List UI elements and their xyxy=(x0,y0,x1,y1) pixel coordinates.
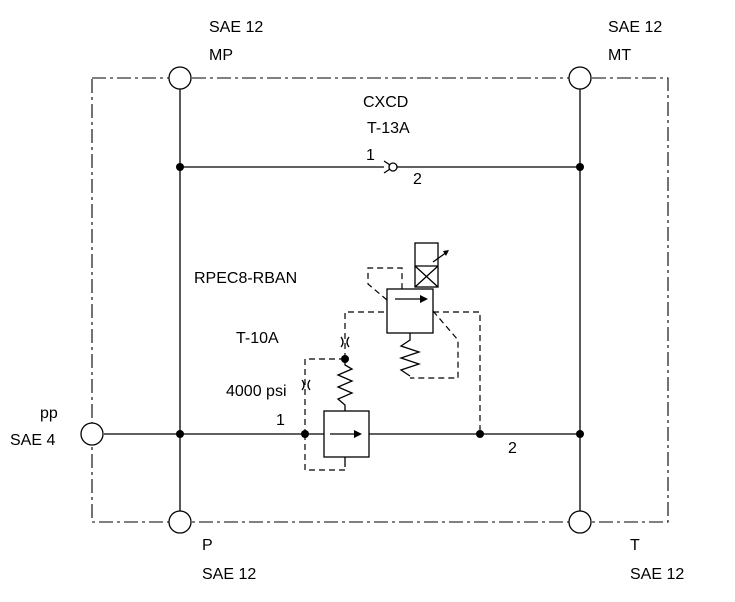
mt-name-label: MT xyxy=(608,47,632,64)
relief-valve-cavity-label: T-10A xyxy=(236,330,279,347)
check-valve-symbol xyxy=(383,160,398,174)
t-size-label: SAE 12 xyxy=(630,566,685,583)
mp-name-label: MP xyxy=(209,47,233,64)
check-valve-port-2-label: 2 xyxy=(413,171,422,188)
solenoid-tank-line xyxy=(433,311,481,434)
solenoid-drain-line xyxy=(410,310,459,379)
check-valve-port-1-label: 1 xyxy=(366,147,375,164)
pilot-line-upper xyxy=(344,311,387,359)
relief-spring xyxy=(336,359,354,411)
orifice-symbol xyxy=(301,379,311,391)
port-mt xyxy=(568,66,592,90)
manifold-boundary xyxy=(91,77,669,523)
mt-size-label: SAE 12 xyxy=(608,19,663,36)
relief-setting-label: 4000 psi xyxy=(226,383,287,400)
relief-valve-port-1-label: 1 xyxy=(276,412,285,429)
port-p xyxy=(168,510,192,534)
relief-valve-port-2-label: 2 xyxy=(508,440,517,457)
pilot-line-left xyxy=(304,358,345,434)
port-mp xyxy=(168,66,192,90)
port-pp xyxy=(80,422,104,446)
p-size-label: SAE 12 xyxy=(202,566,257,583)
relief-drain-line xyxy=(304,434,345,471)
pp-name-label: pp xyxy=(40,405,58,422)
t-name-label: T xyxy=(630,537,640,554)
junction-dot xyxy=(476,430,484,438)
junction-dot xyxy=(176,163,184,171)
p-name-label: P xyxy=(202,537,213,554)
solenoid-pilot-line xyxy=(367,267,403,301)
junction-dot xyxy=(576,430,584,438)
orifice-symbol xyxy=(340,336,350,348)
relief-valve-model-label: RPEC8-RBAN xyxy=(194,270,298,287)
check-valve-cavity-label: T-13A xyxy=(367,120,410,137)
pp-size-label: SAE 4 xyxy=(10,432,56,449)
junction-dot xyxy=(576,163,584,171)
solenoid-valve-symbol xyxy=(386,242,449,334)
solenoid-spring xyxy=(398,333,422,377)
check-valve-model-label: CXCD xyxy=(363,94,409,111)
port-t xyxy=(568,510,592,534)
relief-valve-symbol xyxy=(323,410,370,467)
mp-size-label: SAE 12 xyxy=(209,19,264,36)
junction-dot xyxy=(176,430,184,438)
